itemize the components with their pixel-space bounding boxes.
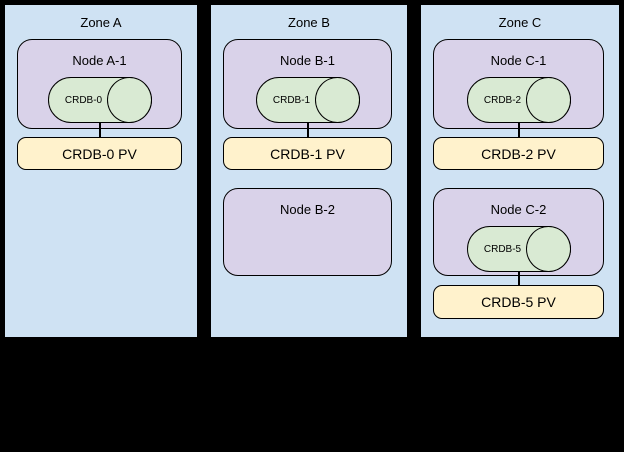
crdb-1-label: CRDB-1 xyxy=(272,94,311,106)
crdb-0-label: CRDB-0 xyxy=(64,94,103,106)
cylinder-end-cap xyxy=(106,77,152,123)
zone-c-box: Zone C Node C-1 CRDB-2 CRDB-2 PV Node C-… xyxy=(420,4,620,338)
crdb-5-pv-label: CRDB-5 PV xyxy=(481,294,556,310)
crdb-1-pv-box: CRDB-1 PV xyxy=(223,137,392,170)
node-b-2-box: Node B-2 xyxy=(223,188,392,276)
crdb-5-label: CRDB-5 xyxy=(483,243,522,255)
zone-a-box: Zone A Node A-1 CRDB-0 CRDB-0 PV xyxy=(4,4,198,338)
cylinder-end-cap xyxy=(314,77,360,123)
zone-c-title: Zone C xyxy=(498,15,542,30)
node-a-1-box: Node A-1 CRDB-0 xyxy=(17,39,182,129)
zone-b-title: Zone B xyxy=(288,15,330,30)
crdb-0-database-cylinder-icon: CRDB-0 xyxy=(47,77,152,123)
crdb-1-database-cylinder-icon: CRDB-1 xyxy=(255,77,360,123)
crdb-2-pv-box: CRDB-2 PV xyxy=(433,137,604,170)
node-c-1-title: Node C-1 xyxy=(490,53,547,68)
connector-line-crdb1-to-pv xyxy=(307,122,309,138)
zone-b-box: Zone B Node B-1 CRDB-1 CRDB-1 PV Node B-… xyxy=(210,4,408,338)
connector-line-crdb2-to-pv xyxy=(518,122,520,138)
connector-line-crdb5-to-pv xyxy=(518,271,520,286)
node-b-1-box: Node B-1 CRDB-1 xyxy=(223,39,392,129)
crdb-2-pv-label: CRDB-2 PV xyxy=(481,145,556,162)
crdb-2-label: CRDB-2 xyxy=(483,94,522,106)
node-a-1-title: Node A-1 xyxy=(72,53,127,68)
crdb-1-pv-label: CRDB-1 PV xyxy=(270,145,345,162)
node-c-1-box: Node C-1 CRDB-2 xyxy=(433,39,604,129)
cylinder-end-cap xyxy=(525,226,571,272)
node-c-2-title: Node C-2 xyxy=(490,202,547,217)
crdb-0-pv-box: CRDB-0 PV xyxy=(17,137,182,170)
node-b-1-title: Node B-1 xyxy=(280,53,335,68)
connector-line-crdb0-to-pv xyxy=(99,122,101,138)
zone-a-title: Zone A xyxy=(80,15,122,30)
cylinder-end-cap xyxy=(525,77,571,123)
crdb-5-database-cylinder-icon: CRDB-5 xyxy=(466,226,571,272)
node-b-2-title: Node B-2 xyxy=(280,202,335,217)
crdb-2-database-cylinder-icon: CRDB-2 xyxy=(466,77,571,123)
crdb-0-pv-label: CRDB-0 PV xyxy=(62,145,137,162)
crdb-5-pv-box: CRDB-5 PV xyxy=(433,285,604,319)
node-c-2-box: Node C-2 CRDB-5 xyxy=(433,188,604,276)
